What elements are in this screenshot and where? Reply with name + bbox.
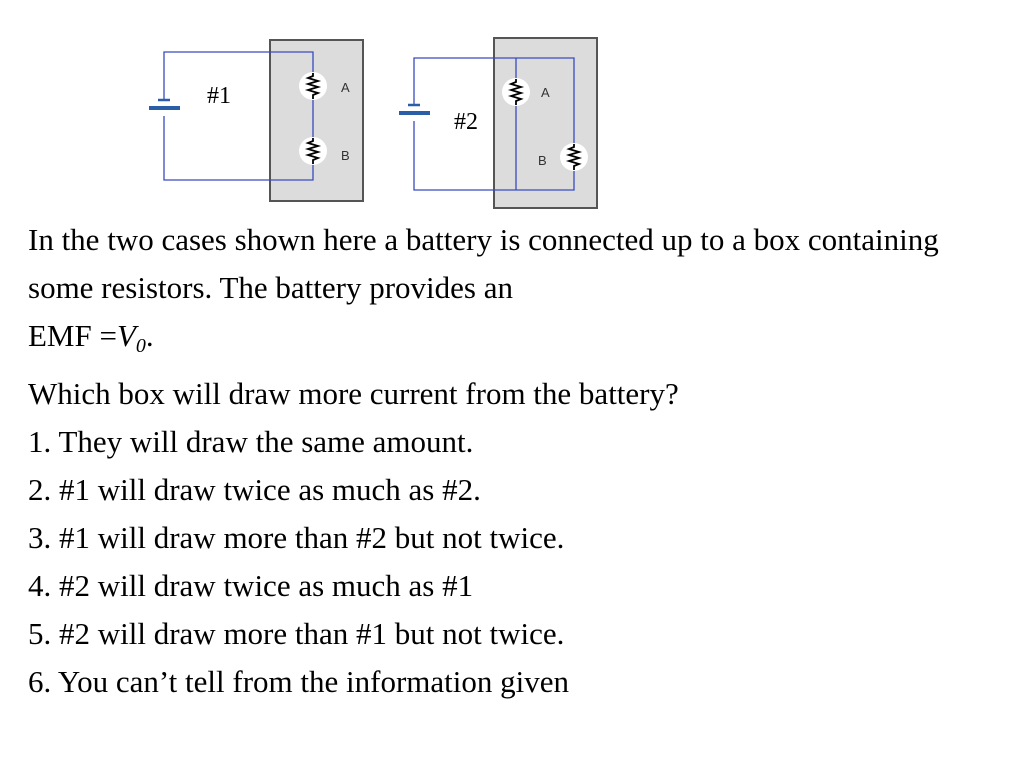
answer-option-4: 4. #2 will draw twice as much as #1: [28, 568, 474, 603]
answer-option-3: 3. #1 will draw more than #2 but not twi…: [28, 520, 565, 555]
circuit-1-battery: [149, 98, 180, 110]
circuit-2-wire: [413, 57, 575, 191]
question-intro: In the two cases shown here a battery is…: [28, 222, 939, 305]
circuit-diagram: #1 A B #2 A: [149, 37, 598, 209]
circuit-1-resistor-a-label: A: [341, 80, 350, 95]
circuit-1-wire: [163, 51, 314, 181]
circuit-1: #1 A B: [149, 39, 364, 202]
circuit-1-label: #1: [207, 83, 231, 109]
circuit-2-resistor-b: [560, 143, 588, 171]
circuit-2-battery: [399, 103, 430, 115]
circuit-1-resistor-a: [299, 72, 327, 100]
emf-variable: V: [116, 318, 136, 353]
answer-option-2: 2. #1 will draw twice as much as #2.: [28, 472, 481, 507]
emf-prefix: EMF =: [28, 318, 117, 353]
circuit-2-resistor-a-label: A: [541, 85, 550, 100]
question-text: In the two cases shown here a battery is…: [28, 216, 1008, 706]
circuit-1-resistor-b-label: B: [341, 148, 350, 163]
circuit-2-resistor-a: [502, 78, 530, 106]
emf-suffix: .: [145, 318, 154, 353]
question-prompt: Which box will draw more current from th…: [28, 376, 679, 411]
circuit-1-box: [269, 39, 364, 202]
circuit-2-resistor-b-label: B: [538, 153, 547, 168]
answer-option-1: 1. They will draw the same amount.: [28, 424, 474, 459]
emf-line: EMF =V0.: [28, 312, 1008, 370]
circuit-2-box: [493, 37, 598, 209]
circuit-2: #2 A B: [399, 37, 598, 209]
answer-option-5: 5. #2 will draw more than #1 but not twi…: [28, 616, 565, 651]
answer-option-6: 6. You can’t tell from the information g…: [28, 664, 569, 699]
circuit-2-label: #2: [454, 109, 478, 135]
circuit-1-resistor-b: [299, 137, 327, 165]
emf-subscript: 0: [135, 335, 146, 357]
